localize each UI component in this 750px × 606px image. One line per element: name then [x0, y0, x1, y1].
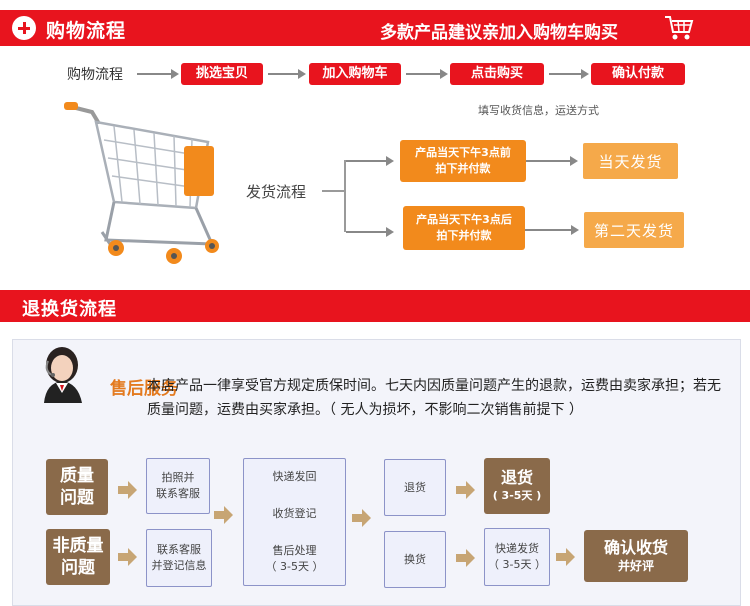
- flow-arrow: [406, 69, 448, 79]
- after-3pm-box: 产品当天下午3点后 拍下并付款: [403, 206, 525, 250]
- aftersale-process-label: 售后处理 （ 3-5天 ）: [266, 543, 324, 575]
- returns-banner: [0, 290, 750, 322]
- exchange-ship-line2: （ 3-5天 ）: [488, 558, 546, 571]
- address-note: 填写收货信息，运送方式: [478, 104, 599, 117]
- contact-register-line2: 并登记信息: [151, 559, 207, 572]
- flow-arrow: [268, 69, 306, 79]
- flow-step-buy: 点击购买: [450, 63, 544, 85]
- non-quality-issue-box: 非质量 问题: [46, 529, 110, 585]
- exchange-box: 换货: [384, 531, 446, 588]
- receive-register-label: 收货登记: [272, 506, 317, 520]
- flow-step-pay: 确认付款: [591, 63, 685, 85]
- ship-back-label: 快递发回: [272, 470, 317, 484]
- after-3pm-line1: 产品当天下午3点后: [416, 213, 512, 226]
- flow-arrow: [525, 225, 579, 235]
- shopping-cart-icon: [64, 102, 219, 264]
- aftersale-process-box: 快递发回 收货登记 售后处理 （ 3-5天 ）: [243, 458, 346, 586]
- returns-title: 退换货流程: [22, 299, 117, 320]
- non-quality-line2: 问题: [61, 558, 95, 578]
- before-3pm-line2: 拍下并付款: [435, 162, 491, 175]
- banner-slogan: 多款产品建议亲加入购物车购买: [380, 23, 618, 43]
- flow-arrow: [137, 69, 179, 79]
- customer-service-avatar: [44, 347, 82, 403]
- aftersale-process-days: （ 3-5天 ）: [265, 559, 324, 573]
- non-quality-line1: 非质量: [52, 536, 104, 556]
- aftersale-policy-text: 本店产品一律享受官方规定质保时间。七天内因质量问题产生的退款，运费由卖家承担；若…: [147, 378, 721, 418]
- refund-box: 退货: [384, 459, 446, 516]
- connector-line: [344, 160, 346, 232]
- confirm-receipt-box: 确认收货 并好评: [584, 530, 688, 582]
- confirm-line1: 确认收货: [603, 538, 668, 557]
- aftersale-process-title: 售后处理: [272, 543, 317, 557]
- same-day-ship: 当天发货: [583, 143, 678, 179]
- flow-arrow: [526, 156, 578, 166]
- flow-step-choose: 挑选宝贝: [181, 63, 263, 85]
- connector-line: [322, 190, 344, 192]
- quality-line2: 问题: [60, 488, 94, 508]
- photo-contact-line2: 联系客服: [156, 487, 200, 500]
- cart-icon: [665, 16, 694, 40]
- banner-title: 购物流程: [46, 20, 127, 42]
- exchange-ship-line1: 快递发货: [495, 542, 539, 555]
- photo-contact-box: 拍照并 联系客服: [146, 458, 210, 514]
- after-3pm-line2: 拍下并付款: [436, 229, 492, 242]
- contact-register-box: 联系客服 并登记信息: [146, 529, 212, 587]
- photo-contact-line1: 拍照并: [161, 471, 195, 484]
- shopping-flow-banner: [0, 10, 750, 46]
- refund-done-box: 退货 ( 3-5天 ): [484, 458, 550, 514]
- confirm-line2: 并好评: [617, 559, 654, 573]
- next-day-ship: 第二天发货: [584, 212, 684, 248]
- exchange-ship-box: 快递发货 （ 3-5天 ）: [484, 528, 550, 586]
- flow-label: 购物流程: [67, 67, 123, 83]
- quality-issue-box: 质量 问题: [46, 459, 108, 515]
- before-3pm-line1: 产品当天下午3点前: [415, 146, 511, 159]
- flow-arrow: [549, 69, 589, 79]
- flow-arrow: [346, 156, 394, 166]
- quality-line1: 质量: [60, 466, 94, 486]
- flow-arrow: [346, 227, 394, 237]
- plus-icon: [12, 16, 36, 40]
- before-3pm-box: 产品当天下午3点前 拍下并付款: [400, 140, 526, 182]
- flow-step-add-cart: 加入购物车: [309, 63, 401, 85]
- aftersale-title: 售后服务: [110, 379, 178, 399]
- refund-done-line2: ( 3-5天 ): [492, 489, 542, 502]
- refund-done-line1: 退货: [500, 468, 533, 487]
- contact-register-line1: 联系客服: [157, 543, 201, 556]
- delivery-label: 发货流程: [246, 183, 307, 201]
